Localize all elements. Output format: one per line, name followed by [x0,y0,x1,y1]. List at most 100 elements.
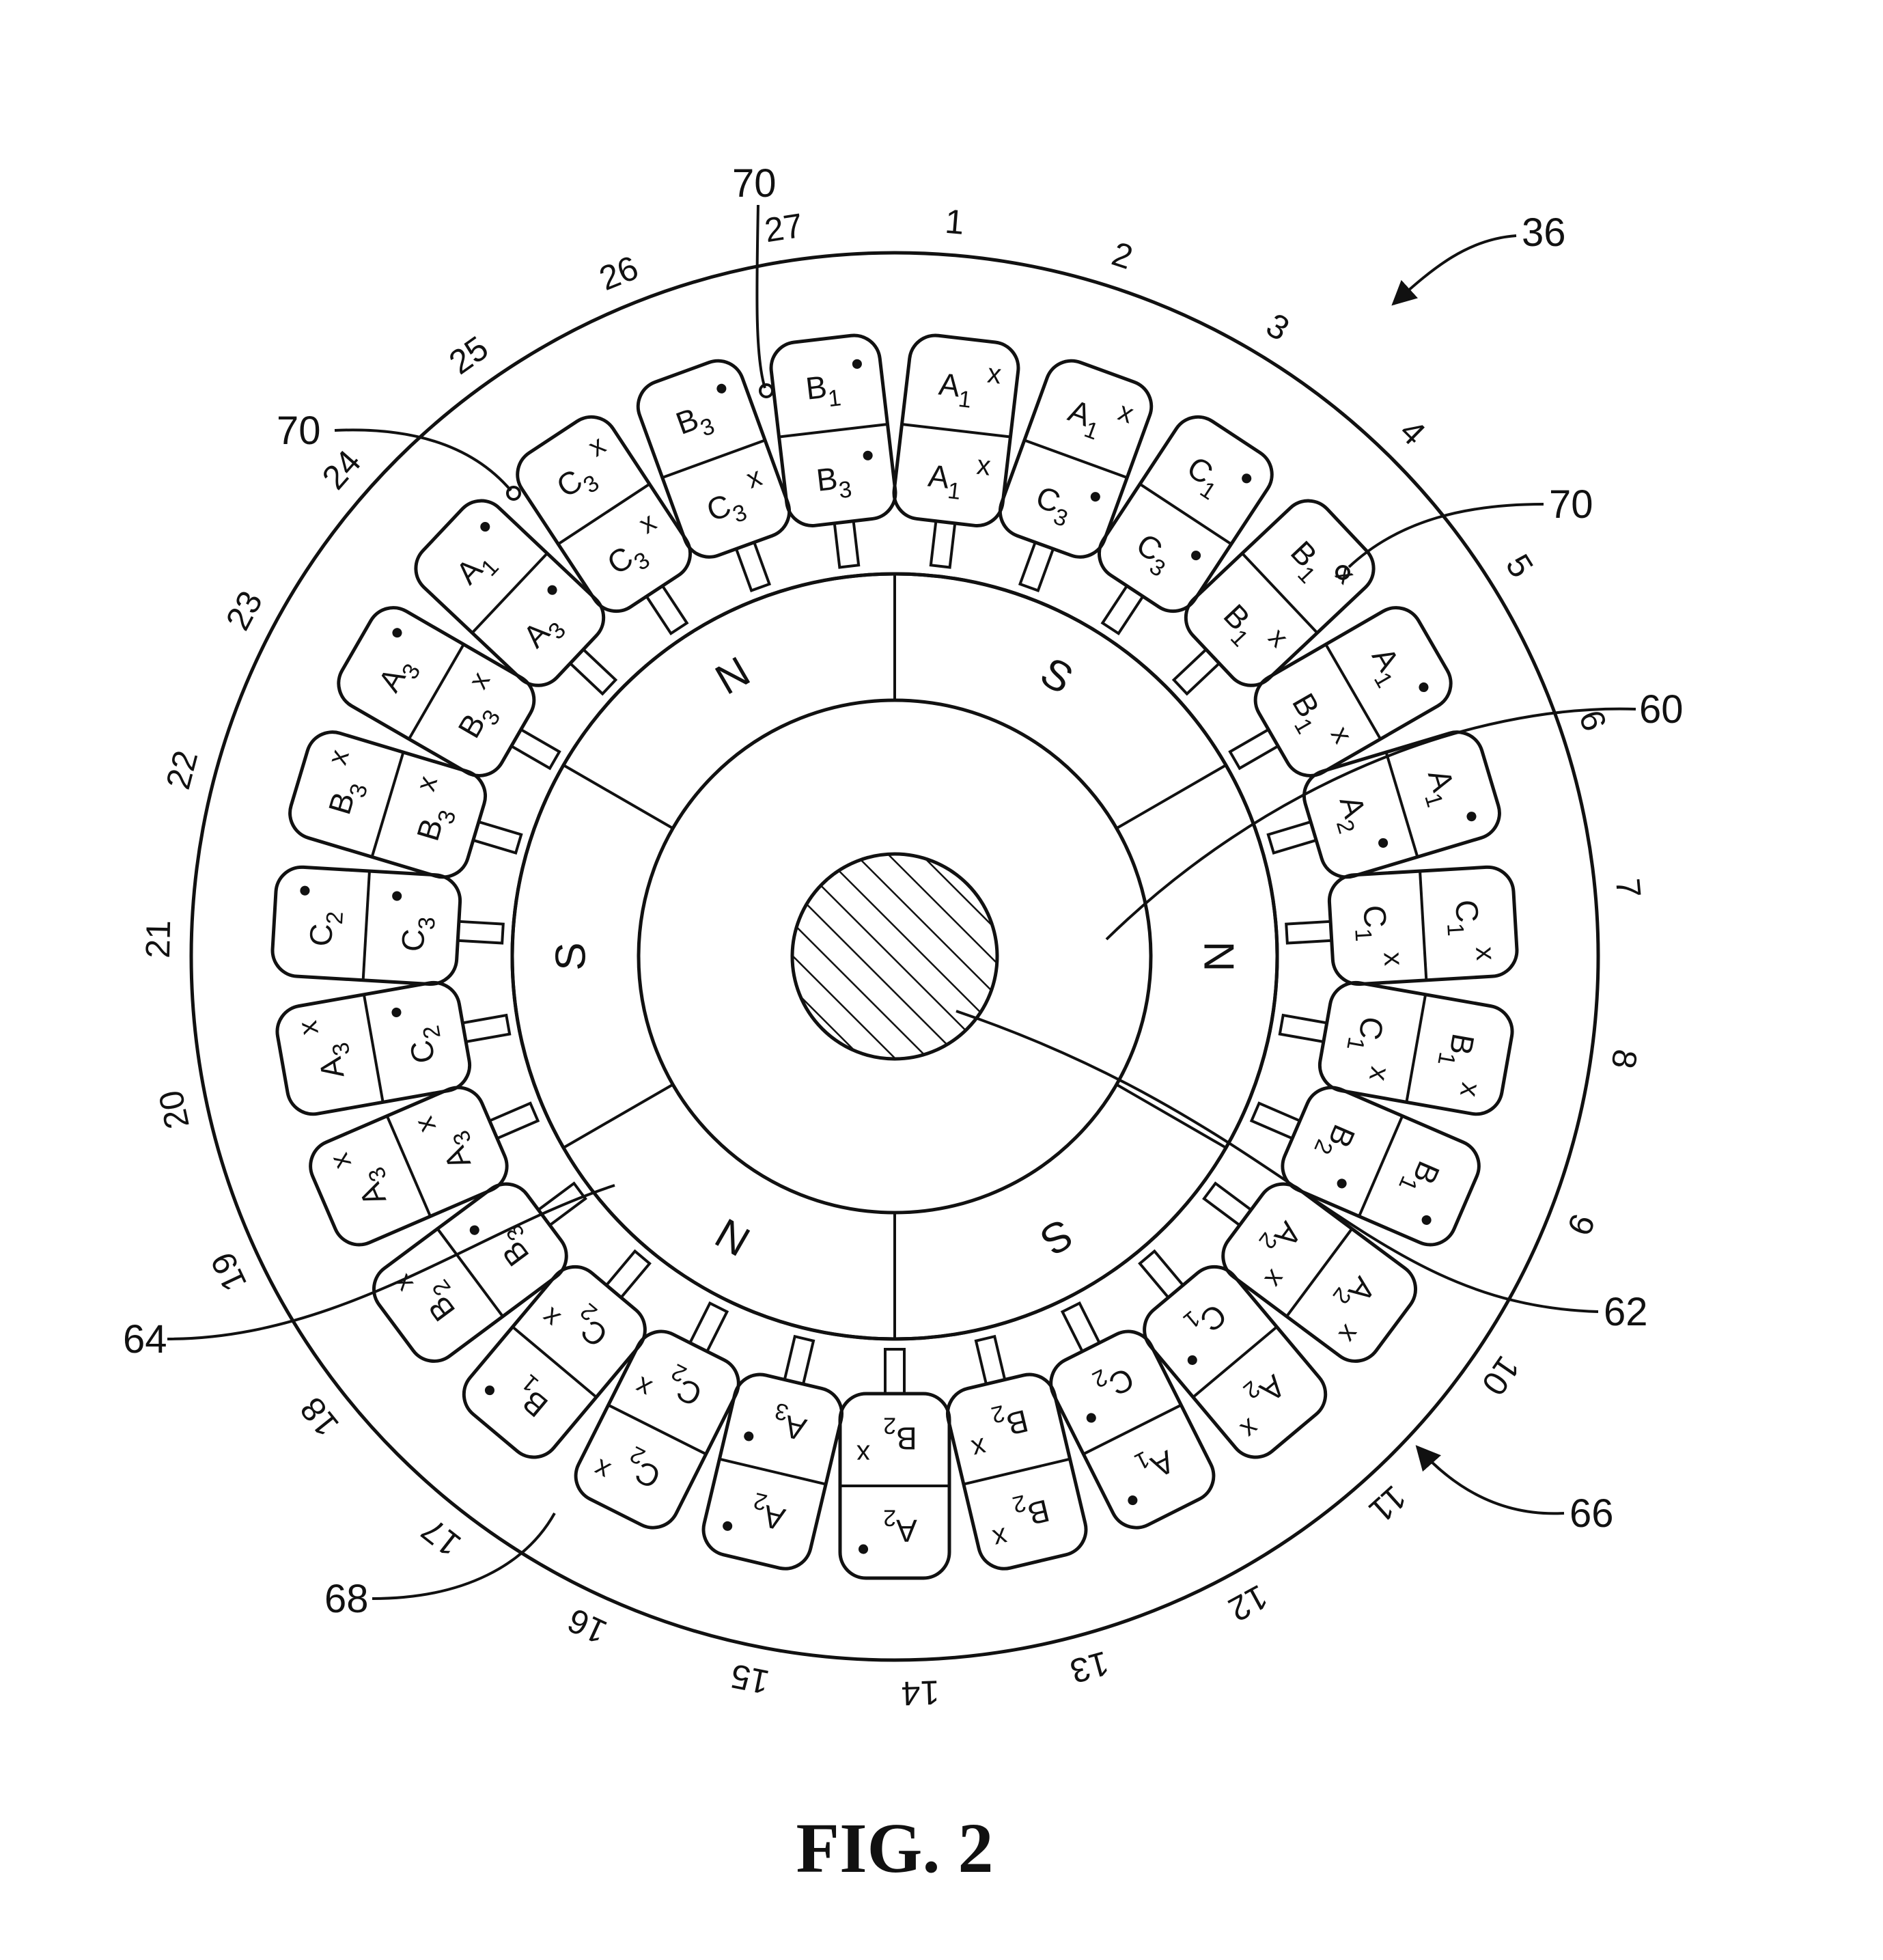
slot-opening [1228,728,1280,771]
slot-number: 14 [901,1673,940,1713]
slot-layer-divider [1285,1228,1354,1318]
coil-polarity-mark-inner: • [1076,1397,1105,1438]
slot-layer-divider [1358,1115,1404,1217]
coil-polarity-mark-inner: x [536,1301,566,1334]
coil-polarity-mark-inner: x [1259,1265,1291,1293]
coil-label-inner: C3 [1029,479,1077,532]
callout-70-top: 70 [732,161,777,398]
coil-label-inner: C3 [702,482,751,536]
slot-opening [833,519,861,569]
coil-label-outer: A1 [1358,641,1413,692]
coil-polarity-mark-outer: • [1231,458,1263,498]
coil-label-outer: B3 [321,775,373,820]
coil-polarity-mark-inner: x [1363,1064,1395,1083]
slot-opening [1249,1101,1302,1140]
coil-label-outer: A1 [1130,1436,1180,1490]
coil-label-outer: B2 [413,1275,469,1328]
coil-label-outer: A3 [347,1163,400,1211]
coil-polarity-mark-inner: x [463,667,496,693]
slot-layer-divider [1405,994,1427,1103]
coil-polarity-mark-inner: x [409,1112,442,1137]
slot-opening [510,728,561,771]
callout-64: 64 [123,1184,615,1362]
slot-layer-divider [1192,1325,1278,1398]
slot-layer-divider [1024,439,1128,479]
coil-label-inner: A3 [432,1127,485,1175]
coil-label-inner: A2 [1325,792,1377,837]
rotor-pole-dividers [563,574,1227,1339]
slot-number: 27 [762,206,805,250]
rotor-pole-label: N [708,648,757,704]
coil-polarity-mark-inner: x [975,450,992,482]
coil-polarity-mark-outer: x [589,1453,615,1486]
pole-divider [563,764,674,830]
coil-label-outer: C3 [550,455,604,511]
coil-polarity-mark-outer: • [473,1371,507,1409]
shaft [790,852,999,1061]
slot-layer-divider [512,1325,598,1398]
slot-opening [536,1181,587,1228]
slot-opening [884,1348,906,1395]
slot-layer-divider [471,552,548,634]
slot-number: 23 [219,585,270,636]
coil-label-outer: B1 [1432,1030,1481,1071]
coil-polarity-mark-inner: • [1363,831,1404,855]
slot-layer-divider [662,439,766,479]
callout-62-label: 62 [1604,1290,1648,1334]
coil-label-outer: B1 [804,367,843,414]
pole-divider [1115,764,1227,830]
callout-68: 68 [324,1513,556,1621]
callout-60: 60 [1105,687,1684,941]
coil-label-inner: C3 [601,532,655,588]
slot-layer-divider [1324,644,1382,740]
coil-label-outer: A1 [1061,393,1108,445]
slot-number: 12 [1223,1577,1274,1629]
coil-polarity-mark-outer: • [857,1530,869,1569]
slot-number: 15 [727,1657,772,1702]
coil-polarity-mark-inner: x [1325,721,1358,748]
slot-opening [456,920,505,945]
coil-polarity-mark-outer: • [1451,805,1492,828]
coil-polarity-mark-outer: • [377,618,417,648]
slot-opening [1138,1249,1185,1300]
slot-layer-divider [1083,1403,1182,1456]
coil-polarity-mark-outer: x [1235,1413,1265,1445]
coil-polarity-mark-inner: • [1321,1170,1362,1198]
coil-label-outer: A1 [936,366,975,413]
stator-slot: B1•B3• [769,333,897,569]
coil-label-inner: B2 [1309,1116,1362,1165]
slot-opening [1278,1013,1329,1044]
coil-label-inner: A3 [768,1398,811,1448]
coil-label-outer: A2 [1238,1362,1292,1418]
slot-opening [734,540,772,593]
slot-number: 16 [562,1601,613,1651]
slot-number: 11 [1362,1478,1414,1530]
coil-polarity-mark-inner: • [738,1416,759,1457]
callout-64-label: 64 [123,1317,167,1362]
slot-opening [783,1334,815,1386]
coil-label-inner: B1 [1279,687,1333,739]
pole-divider [563,1083,674,1149]
coil-polarity-mark-outer: • [466,509,504,545]
slot-layer-divider [963,1457,1071,1486]
coil-polarity-mark-outer: x [583,430,611,463]
slot-number: 3 [1260,305,1296,348]
stator-slot: A1•A2• [1266,730,1501,879]
slot-number: 26 [594,248,644,298]
coil-polarity-mark-outer: • [1118,1480,1147,1521]
coil-label-inner: C2 [1088,1353,1139,1409]
coil-polarity-mark-outer: • [849,344,866,385]
coil-polarity-mark-outer: • [709,368,734,410]
slot-opening [488,1101,540,1140]
coil-label-outer: B1 [1393,1153,1447,1202]
slot-number: 17 [415,1510,468,1564]
slot-opening [604,1249,652,1300]
slot-layer-divider [607,1403,707,1456]
slot-opening [460,1013,512,1044]
coil-polarity-mark-outer: x [1330,560,1361,590]
